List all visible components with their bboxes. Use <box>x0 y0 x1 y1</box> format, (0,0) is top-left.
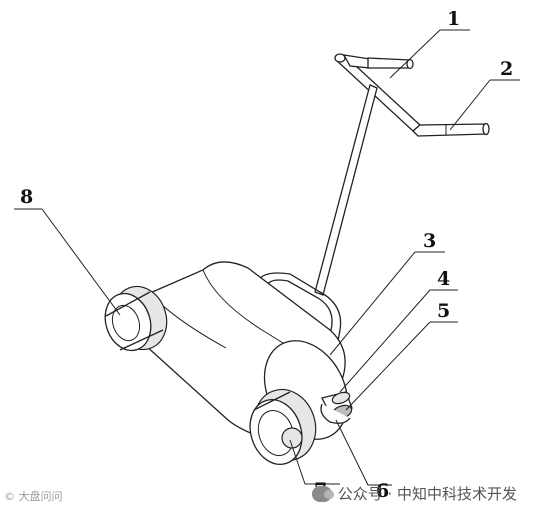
nozzle-assembly <box>320 391 353 424</box>
handle-shaft <box>314 84 378 296</box>
wechat-icon <box>311 485 334 502</box>
handle-grip <box>334 53 490 137</box>
frame-loop <box>257 272 342 353</box>
leader-lines <box>14 29 520 486</box>
image-stamp: © 大盘问问 <box>4 490 63 503</box>
front-wheel <box>249 388 317 465</box>
label-part-8: 8 <box>20 186 33 208</box>
label-part-2: 2 <box>500 58 513 80</box>
watermark: 公众号 · 中知中科技术开发 <box>311 483 517 504</box>
label-part-5: 5 <box>437 300 450 322</box>
left-wheel <box>104 285 168 352</box>
watermark-text: 公众号 · 中知中科技术开发 <box>337 485 517 503</box>
label-part-6: 6 <box>376 480 389 502</box>
label-part-1: 1 <box>447 8 460 30</box>
label-part-4: 4 <box>437 268 450 290</box>
label-part-3: 3 <box>423 230 436 252</box>
